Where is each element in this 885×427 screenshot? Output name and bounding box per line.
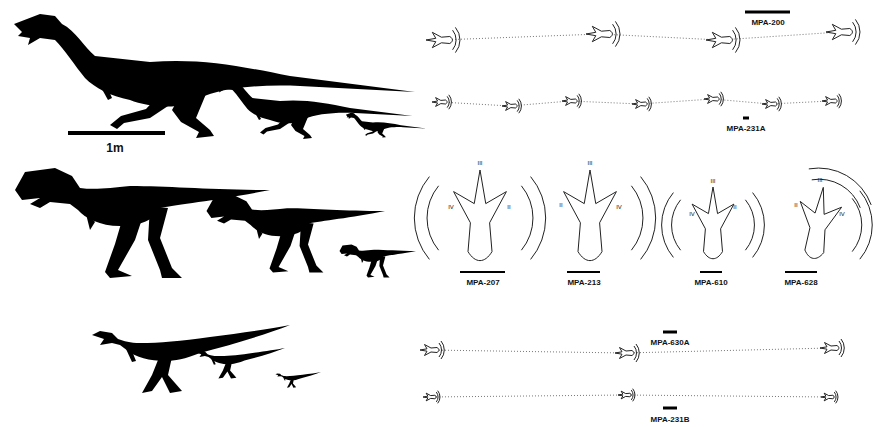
digit-label: II (559, 202, 562, 208)
footprint-group (432, 92, 841, 113)
footprint-group (420, 339, 844, 362)
specimen-label: MPA-231B (651, 416, 690, 424)
footprint (586, 26, 612, 41)
footprint (706, 32, 732, 47)
dinosaur-silhouette (15, 168, 270, 278)
dinosaur-silhouette (14, 14, 415, 138)
specimen-label: MPA-610 (694, 279, 727, 287)
digit-label: IV (616, 204, 622, 210)
scale-bar (745, 11, 790, 14)
digit-label: II (507, 204, 510, 210)
displacement-rim (613, 21, 620, 46)
footprint-detail (414, 170, 545, 272)
displacement-rim (453, 27, 460, 52)
trackway-line (440, 32, 840, 40)
specimen-label: MPA-200 (751, 19, 784, 27)
specimen-label: MPA-207 (466, 279, 499, 287)
digit-label: IV (689, 211, 695, 217)
digit-label: IV (448, 204, 454, 210)
digit-label: II (794, 202, 797, 208)
dinosaur-silhouette (346, 113, 426, 138)
footprint-detail (564, 170, 656, 272)
dinosaur-silhouette (207, 196, 386, 273)
specimen-label: MPA-628 (784, 279, 817, 287)
digit-label: IV (839, 211, 845, 217)
specimen-label: MPA-231A (727, 125, 766, 133)
digit-label: II (733, 204, 736, 210)
dinosaur-silhouette (92, 325, 290, 393)
displacement-rim (733, 27, 740, 52)
footprint-detail (662, 187, 765, 272)
dinosaur-silhouette (196, 348, 285, 379)
scale-bar (663, 331, 677, 334)
dinosaur-silhouette (340, 244, 417, 277)
dinosaur-silhouette (275, 372, 321, 388)
footprint-detail (785, 158, 878, 272)
scale-bar (663, 407, 677, 410)
digit-label: III (710, 178, 715, 184)
specimen-label: MPA-630A (651, 339, 690, 347)
specimen-label: MPA-213 (567, 279, 600, 287)
footprint (426, 32, 452, 47)
digit-label: III (817, 177, 822, 183)
footprint-group (423, 389, 838, 404)
footprint (826, 24, 852, 39)
digit-label: III (587, 160, 592, 166)
scale-bar (68, 131, 165, 135)
scale-bar-label: 1m (106, 142, 123, 154)
digit-label: III (477, 160, 482, 166)
displacement-rim (853, 19, 860, 44)
scale-bar (743, 117, 749, 120)
